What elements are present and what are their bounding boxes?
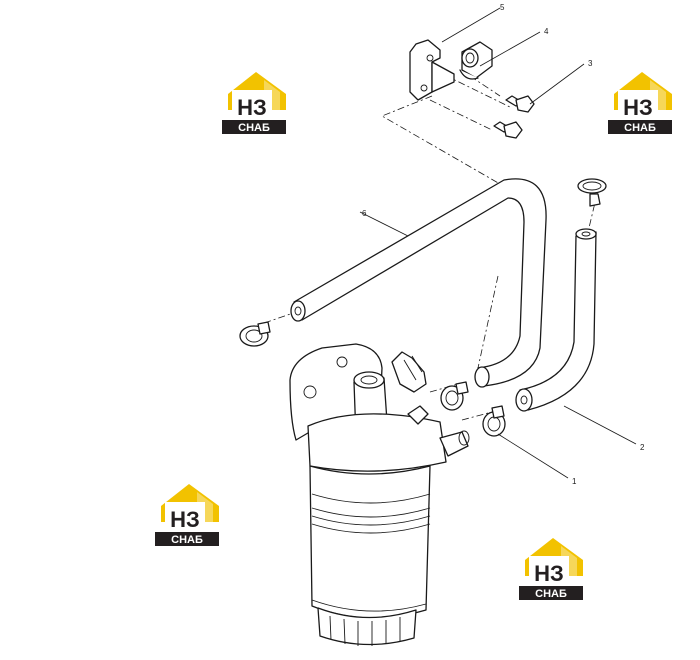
bolt-part-3-lower bbox=[493, 121, 523, 139]
hose-clamp-part-1-mid bbox=[440, 381, 469, 411]
leader-lines bbox=[359, 7, 637, 479]
fuel-filter-assembly bbox=[289, 343, 470, 646]
watermark-logo-1: НЗ СНАБ bbox=[222, 72, 286, 134]
bracket-part-5 bbox=[409, 39, 455, 101]
watermark-brand: НЗ bbox=[623, 95, 653, 120]
clamp-sleeve-part-4 bbox=[459, 41, 493, 80]
watermark-brand: НЗ bbox=[237, 95, 267, 120]
watermark-brand: НЗ bbox=[170, 507, 200, 532]
bolt-part-3-upper bbox=[505, 95, 535, 113]
watermark-logo-2: НЗ СНАБ bbox=[608, 72, 672, 134]
callout-2: 2 bbox=[640, 443, 645, 452]
watermark-logo-3: НЗ СНАБ bbox=[155, 484, 219, 546]
watermark-sub: СНАБ bbox=[238, 122, 270, 134]
callout-6: 6 bbox=[362, 209, 367, 218]
fuel-hose-part-2 bbox=[515, 228, 597, 412]
hose-clamp-part-1-left bbox=[239, 321, 271, 347]
callout-4: 4 bbox=[544, 27, 549, 36]
callout-3: 3 bbox=[588, 59, 593, 68]
callout-5: 5 bbox=[500, 3, 505, 12]
watermark-sub: СНАБ bbox=[624, 122, 656, 134]
hose-clamp-part-1-top bbox=[577, 178, 607, 207]
callout-1: 1 bbox=[572, 477, 577, 486]
watermark-brand: НЗ bbox=[534, 561, 564, 586]
fuel-hose-part-6 bbox=[290, 178, 547, 388]
hose-clamp-part-1-right bbox=[482, 405, 506, 437]
watermark-sub: СНАБ bbox=[171, 534, 203, 546]
watermark-logo-4: НЗ СНАБ bbox=[519, 538, 583, 600]
watermark-sub: СНАБ bbox=[535, 588, 567, 600]
